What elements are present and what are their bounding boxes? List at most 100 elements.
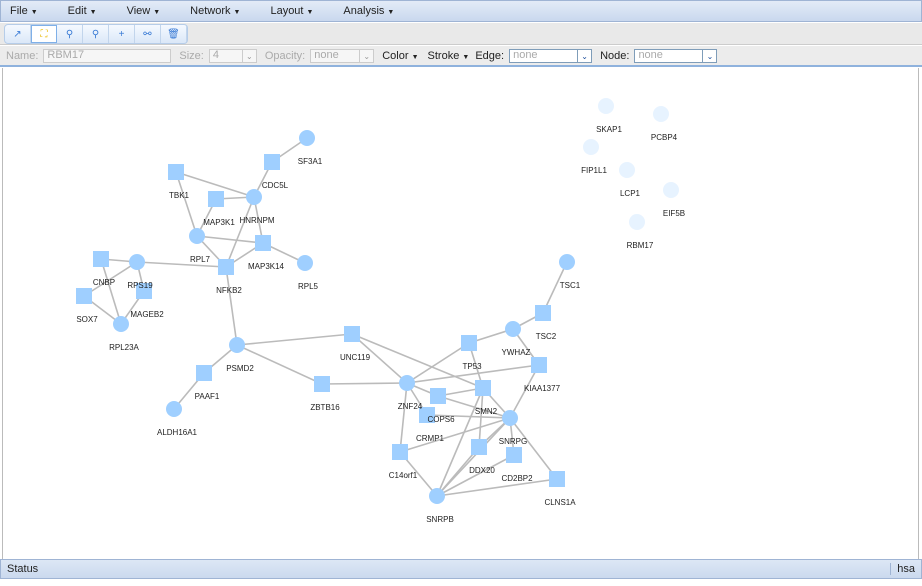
color-menu[interactable]: Color ▼ [382,50,418,62]
menu-edit[interactable]: Edit▼ [59,5,106,17]
edge-ZNF24-KIAA1377[interactable] [406,364,540,384]
node-C14orf1[interactable] [392,444,408,460]
node-MAP3K1[interactable] [208,191,224,207]
network-graph[interactable]: SF3A1CDC5LTBK1HNRNPMMAP3K1RPL7MAP3K14NFK… [3,68,920,559]
node-SOX7[interactable] [76,288,92,304]
zoom-out-button[interactable]: ⚲ [83,25,109,43]
node-KIAA1377[interactable] [531,357,547,373]
menubar: File▼ Edit▼ View▼ Network▼ Layout▼ Analy… [0,0,922,22]
edge-TBK1-HNRNPM[interactable] [175,171,255,198]
node-RPS19[interactable] [129,254,145,270]
opacity-select[interactable]: none⌄ [310,48,375,63]
edge-CNBP-RPL23A[interactable] [100,258,122,325]
opacity-value: none [314,49,339,61]
add-edge-button[interactable]: ⚯ [135,25,161,43]
node-PCBP4[interactable] [653,106,669,122]
node-MAP3K14[interactable] [255,235,271,251]
node-COPS6[interactable] [430,388,446,404]
node-ALDH16A1[interactable] [166,401,182,417]
node-UNC119[interactable] [344,326,360,342]
node-MAGEB2[interactable] [136,283,152,299]
node-label-MAP3K1: MAP3K1 [203,218,235,227]
node-CRMP1[interactable] [419,407,435,423]
size-select[interactable]: 4⌄ [208,48,257,63]
edge-ZNF24-C14orf1[interactable] [399,382,408,453]
edge-COPS6-SNRPG[interactable] [437,395,511,419]
edge-CD2BP2-SNRPB[interactable] [436,454,515,497]
node-TSC2[interactable] [535,305,551,321]
edge-UNC119-ZNF24[interactable] [351,333,408,384]
node-SNRPG[interactable] [502,410,518,426]
node-label: Node: [600,49,630,62]
edge-SNRPG-C14orf1[interactable] [399,417,511,453]
edge-value: none [513,49,538,61]
node-TP53[interactable] [461,335,477,351]
node-TSC1[interactable] [559,254,575,270]
menu-view[interactable]: View▼ [118,5,170,17]
edge-SMN2-DDX20[interactable] [478,387,484,448]
node-RPL5[interactable] [297,255,313,271]
node-PSMD2[interactable] [229,337,245,353]
edge-RPS19-NFKB2[interactable] [136,261,227,268]
node-NFKB2[interactable] [218,259,234,275]
node-SNRPB[interactable] [429,488,445,504]
node-label-PCBP4: PCBP4 [651,133,678,142]
node-SMN2[interactable] [475,380,491,396]
edge-TBK1-RPL7[interactable] [175,171,198,237]
edge-ZBTB16-ZNF24[interactable] [321,382,408,385]
caret-down-icon: ▼ [411,53,419,61]
node-RBM17[interactable] [629,214,645,230]
fit-icon: ⛶ [40,28,48,40]
node-LCP1[interactable] [619,162,635,178]
node-SF3A1[interactable] [299,130,315,146]
node-PAAF1[interactable] [196,365,212,381]
edge-UNC119-SMN2[interactable] [351,333,484,389]
menu-layout[interactable]: Layout▼ [261,5,322,17]
node-RPL23A[interactable] [113,316,129,332]
select-tool-button[interactable]: ↗ [5,25,31,43]
node-ZBTB16[interactable] [314,376,330,392]
fit-tool-button[interactable]: ⛶ [31,25,57,43]
edge-ZNF24-TP53[interactable] [406,342,470,384]
edge-DDX20-SNRPB[interactable] [436,446,480,497]
edge-CRMP1-SNRPG[interactable] [426,414,511,419]
node-HNRNPM[interactable] [246,189,262,205]
edge-PSMD2-UNC119[interactable] [236,333,353,346]
node-TBK1[interactable] [168,164,184,180]
menu-analysis[interactable]: Analysis▼ [334,5,403,17]
node-SKAP1[interactable] [598,98,614,114]
node-CLNS1A[interactable] [549,471,565,487]
node-select[interactable]: none⌄ [634,48,718,63]
node-YWHAZ[interactable] [505,321,521,337]
node-label-CDC5L: CDC5L [262,181,289,190]
edge-HNRNPM-NFKB2[interactable] [225,196,255,268]
edge-TSC2-TSC1[interactable] [542,261,568,314]
node-EIF5B[interactable] [663,182,679,198]
edge-SMN2-SNRPB[interactable] [436,387,484,497]
delete-button[interactable]: 🗑 [161,25,187,43]
add-node-button[interactable]: + [109,25,135,43]
edge-RPL7-MAP3K14[interactable] [196,235,264,244]
menu-network[interactable]: Network▼ [181,5,249,17]
edge-select[interactable]: none⌄ [509,48,593,63]
edge-KIAA1377-SNRPG[interactable] [509,364,540,419]
name-input[interactable]: RBM17 [43,48,172,63]
edge-RPS19-SOX7[interactable] [83,261,138,297]
node-DDX20[interactable] [471,439,487,455]
edge-CLNS1A-SNRPB[interactable] [436,478,558,497]
edge-SNRPG-CLNS1A[interactable] [509,417,558,480]
edge-NFKB2-PSMD2[interactable] [225,266,238,346]
node-FIP1L1[interactable] [583,139,599,155]
node-CD2BP2[interactable] [506,447,522,463]
menu-label: View [126,5,151,17]
node-RPL7[interactable] [189,228,205,244]
node-ZNF24[interactable] [399,375,415,391]
edge-PSMD2-ZBTB16[interactable] [236,344,323,385]
zoom-in-button[interactable]: ⚲ [57,25,83,43]
node-CDC5L[interactable] [264,154,280,170]
node-CNBP[interactable] [93,251,109,267]
node-label-TP53: TP53 [462,362,482,371]
stroke-menu[interactable]: Stroke ▼ [428,50,470,62]
menu-file[interactable]: File▼ [1,5,47,17]
